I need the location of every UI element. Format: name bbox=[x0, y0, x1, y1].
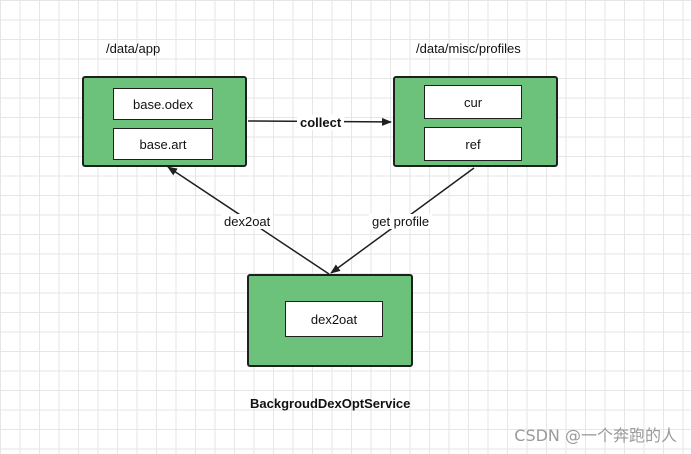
profiles-dir-label: /data/misc/profiles bbox=[416, 41, 521, 56]
get-profile-edge-label: get profile bbox=[369, 214, 433, 229]
dex2oat-edge-label: dex2oat bbox=[221, 214, 274, 229]
cur-profile-node: cur bbox=[424, 85, 522, 119]
base-art-node: base.art bbox=[113, 128, 213, 160]
service-label: BackgroudDexOptService bbox=[250, 396, 411, 411]
collect-edge-label: collect bbox=[297, 115, 345, 130]
service-box: dex2oat bbox=[247, 274, 413, 367]
dex2oat-node: dex2oat bbox=[285, 301, 383, 337]
app-dir-box: base.odex base.art bbox=[82, 76, 247, 167]
profiles-dir-box: cur ref bbox=[393, 76, 558, 167]
app-dir-label: /data/app bbox=[106, 41, 161, 56]
base-odex-node: base.odex bbox=[113, 88, 213, 120]
watermark: CSDN @一个奔跑的人 bbox=[514, 426, 677, 445]
ref-profile-node: ref bbox=[424, 127, 522, 161]
